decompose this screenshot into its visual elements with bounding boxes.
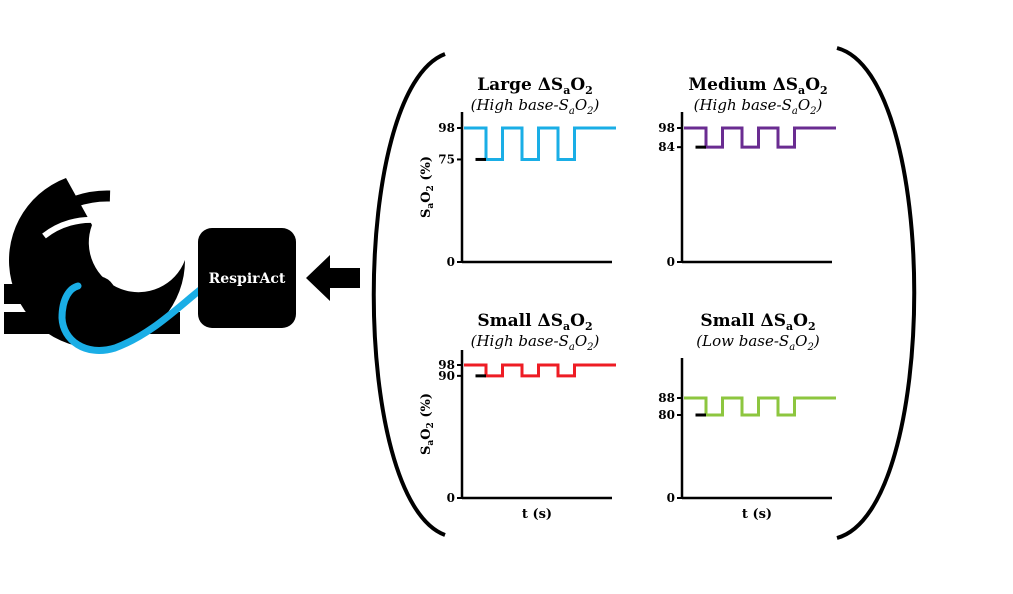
- y-tick-label: 98: [658, 121, 675, 135]
- y-tick-label: 0: [447, 255, 455, 269]
- panel-title: Large ΔSaO2: [477, 75, 593, 97]
- y-tick-label: 88: [658, 391, 675, 405]
- y-tick-label: 98: [438, 121, 455, 135]
- device-label: RespirAct: [209, 271, 286, 287]
- saturation-trace: [684, 396, 836, 417]
- panel-subtitle: (High base-SaO2): [471, 332, 600, 353]
- y-tick-label: 84: [658, 140, 675, 154]
- panel-1: Large ΔSaO2(High base-SaO2) 98 75 0 SaO2 (%): [419, 75, 616, 269]
- arrow-left-icon: [306, 255, 360, 301]
- breathing-tube: [58, 282, 204, 354]
- y-tick-label: 0: [667, 491, 675, 505]
- y-tick-label: 0: [447, 491, 455, 505]
- panel-subtitle: (High base-SaO2): [471, 96, 600, 117]
- y-tick-label: 75: [438, 152, 455, 166]
- saturation-trace: [684, 126, 836, 149]
- y-tick-label: 80: [658, 408, 675, 422]
- left-bracket: [371, 52, 446, 537]
- y-tick-label: 98: [438, 358, 455, 372]
- panel-title: Small ΔSaO2: [700, 311, 815, 333]
- y-tick-label: 90: [438, 369, 455, 383]
- respiract-device: RespirAct: [198, 228, 296, 328]
- y-axis-label: SaO2 (%): [419, 393, 436, 455]
- y-axis-label: SaO2 (%): [419, 156, 436, 218]
- panel-subtitle: (Low base-SaO2): [696, 332, 820, 353]
- panel-title: Small ΔSaO2: [477, 311, 592, 333]
- saturation-trace: [464, 363, 616, 378]
- mri-scanner-icon: [4, 178, 204, 354]
- panel-2: Medium ΔSaO2(High base-SaO2) 98 84 0: [658, 75, 836, 269]
- right-bracket: [836, 46, 917, 540]
- saturation-trace: [464, 126, 616, 161]
- x-axis-label: t (s): [742, 507, 772, 522]
- y-tick-label: 0: [667, 255, 675, 269]
- x-axis-label: t (s): [522, 507, 552, 522]
- panel-title: Medium ΔSaO2: [688, 75, 827, 97]
- panel-subtitle: (High base-SaO2): [694, 96, 823, 117]
- panel-4: Small ΔSaO2(Low base-SaO2) 88 80 0 t (s): [658, 311, 836, 522]
